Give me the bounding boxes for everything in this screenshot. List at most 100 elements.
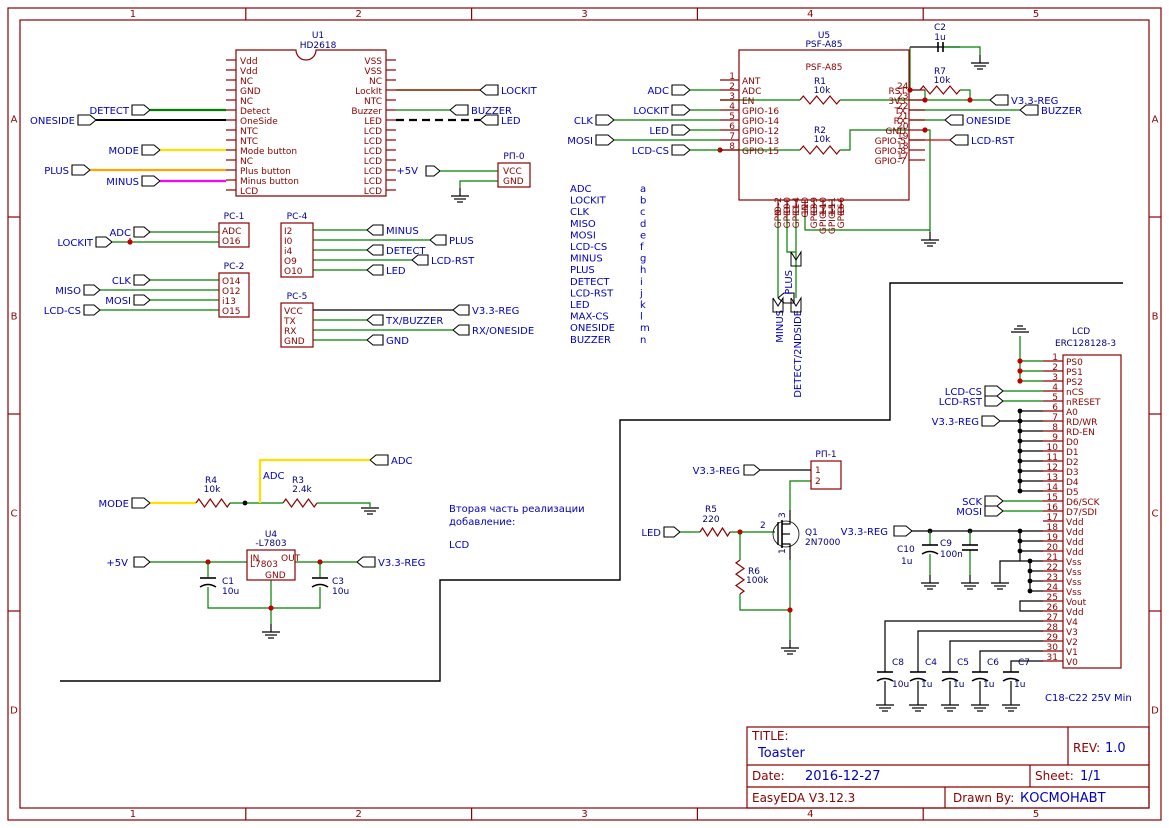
net-lcdrst-u5-flag: [949, 134, 969, 146]
tb-rev-label: REV:: [1073, 741, 1100, 755]
u5-pin-left: GPIO-16: [742, 107, 779, 117]
net-lcd-v33b-text: V3.3-REG: [841, 527, 888, 538]
r7-ref: R7: [934, 67, 946, 77]
wire-r7: [960, 89, 971, 100]
u1-pin-left: Vdd: [240, 57, 258, 67]
tb-title-label: TITLE:: [751, 729, 789, 743]
net-buzzer-u5-flag: [1019, 104, 1039, 116]
wire-lcd-vcap: [1010, 660, 1043, 672]
u1-pin-left: OneSide: [240, 117, 278, 127]
u5-pin-num: 3: [729, 92, 735, 102]
junction-dot: [1017, 358, 1023, 364]
legend-net-name: CLK: [570, 207, 590, 218]
net-lcd-cs-flag: [984, 385, 1004, 397]
q1-pin-d: 3: [778, 512, 788, 518]
lcd-pin-num: 15: [1047, 493, 1058, 503]
wire-rp0-gnd: [459, 180, 498, 188]
net-u5-left-5-flag: [671, 144, 691, 156]
rp0-ref: РП-0: [503, 152, 524, 162]
wire-div-gnd: [317, 502, 371, 507]
net-minus-flag: [772, 296, 784, 313]
net-plus-u1-flag: [71, 164, 91, 176]
u5-pin-bottom: GPIO-2: [774, 197, 784, 228]
net-lcd-cs-text: LCD-CS: [945, 387, 982, 398]
u5-pin-right: RX: [894, 117, 906, 127]
q1-pin-g: 2: [760, 521, 766, 531]
lcd-pin: D0: [1066, 438, 1079, 448]
wire-reg-gnd: [207, 587, 321, 609]
frame-row-label-right: D: [1151, 706, 1159, 717]
u5-pin-right: TX: [893, 107, 906, 117]
lcd-pin: PS1: [1066, 368, 1083, 378]
lcd-cap-ref: C5: [957, 658, 969, 668]
lcd-pin: V0: [1066, 658, 1078, 668]
lcd-pin: D6/SCK: [1066, 498, 1101, 508]
lcd-pin-num: 9: [1052, 433, 1058, 443]
net-lcd-v33b-flag: [893, 525, 913, 537]
lcd-pin-num: 26: [1047, 603, 1059, 613]
lcd-ref: LCD: [1072, 327, 1090, 337]
lcd-cap-ref: C4: [925, 658, 937, 668]
net-plus-bottom: PLUS: [784, 270, 795, 295]
frame-col-label-top: 4: [807, 9, 813, 20]
u5-pin-bottom: GPIO-11: [828, 197, 838, 234]
u4-pin-gnd: GND: [265, 571, 286, 581]
lcd-caption: C18-C22 25V Min: [1045, 693, 1132, 704]
net-lcd-mosi-flag: [984, 505, 1004, 517]
pc5-pin: GND: [284, 337, 305, 347]
u1-pin-left: NC: [240, 97, 253, 107]
net-mode-div-text: MODE: [98, 499, 129, 510]
net-pc2-1-flag: [83, 284, 101, 296]
u5-pin-num: 21: [897, 112, 908, 122]
lcd-pin-num: 12: [1047, 463, 1058, 473]
legend-net-name: MISO: [570, 219, 596, 230]
u1-pin-left: Detect: [240, 107, 270, 117]
r2-ref: R2: [814, 126, 826, 136]
net-pc2-0-text: CLK: [112, 276, 132, 287]
lcd-pin-num: 20: [1047, 543, 1059, 553]
wire-lcd-vcap: [917, 630, 1043, 672]
net-lcd-sck-flag: [984, 495, 1004, 507]
lcd-pin: RD-EN: [1066, 428, 1095, 438]
junction-dot: [1027, 578, 1033, 584]
legend-net-name: MAX-CS: [570, 312, 609, 323]
u1-pin-right: VSS: [364, 57, 382, 67]
lcd-pin-num: 31: [1047, 653, 1058, 663]
r5-ref: R5: [705, 505, 717, 515]
u5-pin-bottom: GPIO-10: [819, 197, 829, 234]
net-detect-flag: [790, 296, 802, 313]
pc4-pin: O10: [284, 267, 303, 277]
u1-pin-right: LCD: [364, 127, 382, 137]
rp1-ref: РП-1: [815, 450, 836, 460]
r1-body: [799, 95, 841, 105]
u5-pin-left: GPIO-15: [742, 147, 779, 157]
net-lcd-rst-flag: [984, 395, 1004, 407]
junction-dot: [1027, 568, 1033, 574]
legend-letter: f: [640, 242, 644, 253]
c3-value: 10u: [332, 587, 349, 597]
junction-dot: [1027, 588, 1033, 594]
net-pc4-3-flag: [411, 254, 429, 266]
lcd-pin: D7/SDI: [1066, 508, 1097, 518]
net-lockit-u1-flag: [479, 84, 499, 96]
u1-pin-right: LED: [364, 117, 382, 127]
r1-value: 10k: [814, 86, 831, 96]
legend-letter: d: [640, 219, 646, 230]
u4-pin-out: OUT: [281, 554, 301, 564]
pc5-pin: RX: [284, 327, 296, 337]
frame-col-label-bottom: 5: [1033, 809, 1039, 820]
pc4-pin: I2: [284, 227, 292, 237]
u1-pin-left: NC: [240, 77, 253, 87]
net-pc1-adc-text: ADC: [109, 228, 131, 239]
frame-col-label-top: 5: [1033, 9, 1039, 20]
u4-ref: U4: [265, 530, 278, 540]
r4-body: [195, 497, 231, 509]
net-u5-left-2-flag: [595, 114, 615, 126]
c10-plate: [921, 550, 939, 555]
lcd-pin: nRESET: [1066, 398, 1101, 408]
u1-ref: U1: [312, 31, 324, 41]
u5-pin-num: 8: [729, 142, 735, 152]
junction-dot: [1017, 488, 1023, 494]
